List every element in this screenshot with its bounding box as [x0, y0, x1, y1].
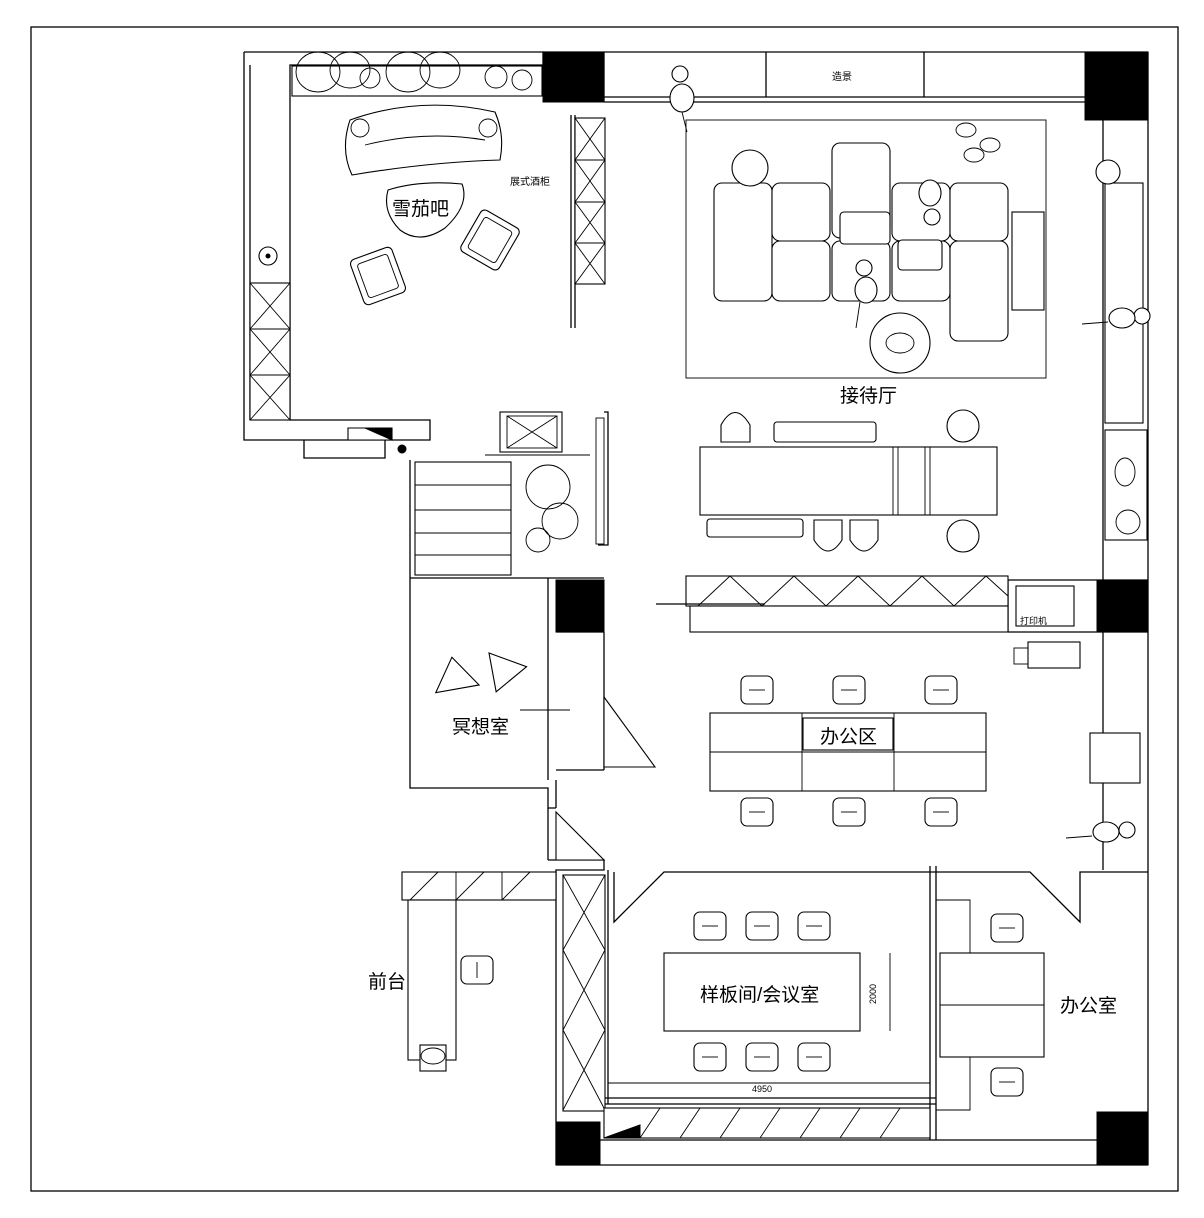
tea-table — [699, 446, 998, 516]
printer-label: 打印机 — [1020, 615, 1047, 626]
drawing-frame — [30, 26, 1179, 1192]
chair-icon — [832, 797, 866, 827]
front-desk-counter — [407, 899, 457, 1061]
chair-icon — [740, 675, 774, 705]
plant-icon — [525, 464, 579, 553]
chair-icon — [990, 913, 1024, 943]
chair-icon — [740, 797, 774, 827]
cigar-bar: 雪茄吧 展式酒柜 — [258, 51, 550, 454]
reception-hall-label: 接待厅 — [840, 385, 897, 407]
plant-icon — [1114, 457, 1136, 487]
chair-icon — [797, 911, 831, 941]
meditation-room-label: 冥想室 — [452, 716, 509, 738]
person-icon — [918, 179, 942, 226]
stool — [946, 409, 980, 443]
chair-icon — [832, 675, 866, 705]
reception-hall: 接待厅 — [669, 65, 1047, 553]
flower-icon — [955, 122, 1001, 163]
meditation-chair — [488, 652, 528, 693]
front-desk-label: 前台 — [368, 971, 406, 993]
chair-icon — [693, 1042, 727, 1072]
chair-icon — [745, 911, 779, 941]
walls — [243, 51, 1149, 1166]
office-room: 办公室 — [939, 913, 1117, 1097]
curved-sofa — [344, 104, 503, 176]
meeting-room-label: 样板间/会议室 — [700, 984, 819, 1006]
person-icon — [669, 65, 695, 133]
stool — [813, 519, 843, 552]
person-icon — [1065, 821, 1136, 843]
tea-cabinet-label: 展式酒柜 — [510, 175, 550, 188]
plant-icon — [1095, 159, 1121, 185]
office-room-label: 办公室 — [1060, 995, 1117, 1017]
meditation-room: 冥想室 — [414, 417, 657, 861]
chair-icon — [460, 955, 494, 985]
area-rug — [685, 119, 1047, 379]
chair-icon — [924, 797, 958, 827]
meeting-width-dim: 4950 — [752, 1084, 772, 1094]
chair-icon — [693, 911, 727, 941]
front-desk: 前台 — [368, 899, 494, 1072]
storage-cabinets — [249, 117, 1148, 1139]
meeting-depth-dim: 2000 — [868, 984, 878, 1004]
chair-icon — [745, 1042, 779, 1072]
stool — [720, 411, 751, 443]
copier-icon — [1027, 641, 1081, 669]
person-icon — [1081, 307, 1151, 329]
office-chairs — [740, 675, 958, 827]
cigar-bar-label: 雪茄吧 — [392, 198, 449, 220]
armchair — [897, 239, 943, 271]
cigar-table — [385, 182, 465, 238]
stool — [849, 519, 879, 552]
plant-icon — [420, 1047, 446, 1065]
bench — [773, 421, 877, 443]
plant-icon — [1115, 509, 1141, 535]
chair-icon — [797, 1042, 831, 1072]
door-swing — [603, 695, 657, 768]
coffee-table — [869, 312, 931, 374]
shelf-unit — [414, 461, 512, 576]
chair-icon — [924, 675, 958, 705]
lounge-chair — [460, 209, 520, 271]
structural-columns — [542, 51, 1149, 1166]
chair-icon — [990, 1067, 1024, 1097]
top-strip-label: 造景 — [832, 70, 852, 83]
wall-cabinet — [1089, 732, 1141, 784]
printer-icon — [1015, 585, 1075, 627]
bench — [706, 518, 804, 538]
plant-icon — [295, 51, 533, 93]
stool — [946, 519, 980, 553]
meditation-chair — [434, 656, 481, 694]
person-icon — [854, 259, 878, 329]
armchair — [839, 211, 891, 245]
sample-meeting-room: 样板间/会议室 4950 2000 — [608, 911, 930, 1094]
side-table — [731, 149, 769, 187]
lounge-chair — [349, 246, 407, 306]
door-swing — [555, 810, 606, 861]
meeting-table — [663, 952, 861, 1032]
office-area-label: 办公区 — [820, 726, 877, 748]
office-area: 办公区 — [709, 712, 987, 792]
